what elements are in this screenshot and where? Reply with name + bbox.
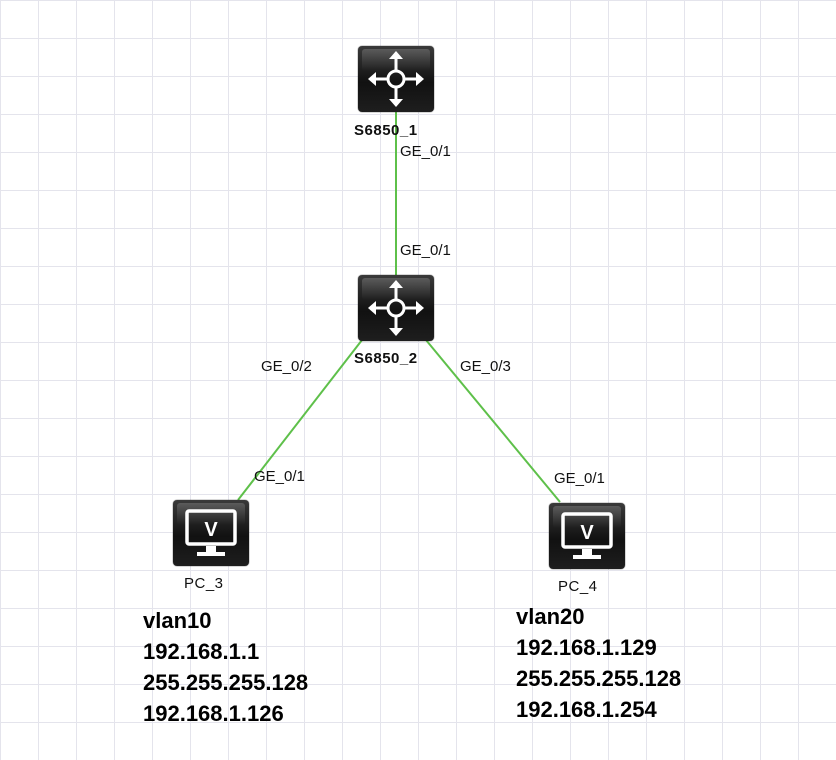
monitor-icon: V [185,509,237,556]
router-icon [368,51,424,107]
link-s6850-2-to-pc-3[interactable] [237,339,363,501]
pc-4-gateway: 192.168.1.254 [516,697,657,722]
pc-3-gateway: 192.168.1.126 [143,701,284,726]
pc-4-subnet-mask: 255.255.255.128 [516,666,682,691]
device-pc-4[interactable]: V [549,503,625,569]
pc-3-ip-address: 192.168.1.1 [143,639,260,664]
pc-3-address-info: vlan10 192.168.1.1 255.255.255.128 192.1… [143,605,308,729]
device-label-s6850-1: S6850_1 [354,122,418,139]
device-label-s6850-2: S6850_2 [354,350,418,367]
device-s6850-1[interactable] [358,46,434,112]
pc-3-vlan: vlan10 [143,608,212,633]
port-label-s6850-2-ge0-3: GE_0/3 [460,358,511,375]
port-label-pc-3-ge0-1: GE_0/1 [254,468,305,485]
monitor-glyph: V [580,522,594,544]
port-label-s6850-2-ge0-1: GE_0/1 [400,242,451,259]
device-pc-3[interactable]: V [173,500,249,566]
pc-4-address-info: vlan20 192.168.1.129 255.255.255.128 192… [516,601,681,725]
port-label-pc-4-ge0-1: GE_0/1 [554,470,605,487]
pc-4-ip-address: 192.168.1.129 [516,635,657,660]
router-icon [368,280,424,336]
pc-4-vlan: vlan20 [516,604,585,629]
device-label-pc-3: PC_3 [184,575,224,592]
pc-3-subnet-mask: 255.255.255.128 [143,670,309,695]
monitor-glyph: V [204,519,218,541]
device-s6850-2[interactable] [358,275,434,341]
monitor-icon: V [561,512,613,559]
port-label-s6850-2-ge0-2: GE_0/2 [261,358,312,375]
link-s6850-2-to-pc-4[interactable] [425,339,561,503]
device-label-pc-4: PC_4 [558,578,598,595]
port-label-s6850-1-ge0-1: GE_0/1 [400,143,451,160]
